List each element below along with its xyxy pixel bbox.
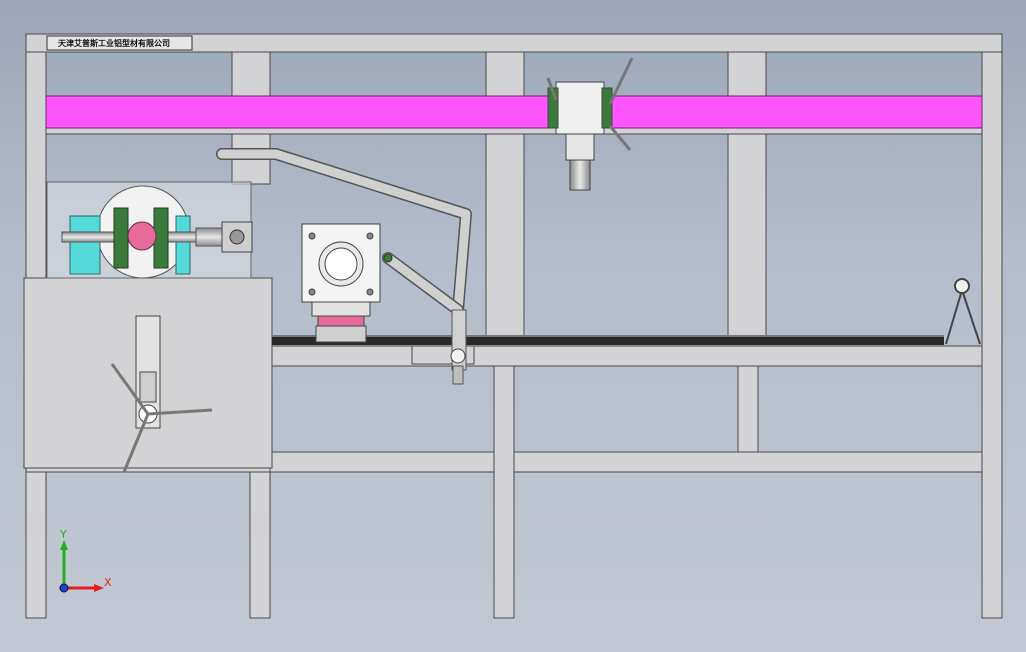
- a-frame-stand[interactable]: [945, 278, 981, 345]
- rotary-clamp-assembly[interactable]: [46, 181, 253, 279]
- axis-label-y: Y: [59, 528, 67, 541]
- axis-triad: Y X: [59, 528, 112, 593]
- gearbox-unit[interactable]: [301, 223, 381, 343]
- table-rail[interactable]: [269, 345, 983, 367]
- company-name: 天津艾普斯工业铝型材有限公司: [58, 38, 170, 48]
- lower-post-1[interactable]: [493, 365, 515, 619]
- articulated-arm[interactable]: [216, 148, 472, 385]
- cabinet-base[interactable]: [25, 467, 271, 473]
- top-spindle[interactable]: [546, 57, 634, 191]
- cabinet-handwheel[interactable]: [110, 315, 213, 473]
- highlighted-beam[interactable]: [45, 95, 983, 129]
- bottom-rail[interactable]: [269, 451, 983, 473]
- z-axis-dot: [59, 583, 69, 593]
- right-post[interactable]: [981, 51, 1003, 619]
- axis-label-x: X: [104, 576, 112, 589]
- upper-post-1[interactable]: [231, 51, 271, 97]
- title-block: 天津艾普斯工业铝型材有限公司: [46, 35, 193, 51]
- mid-rail[interactable]: [45, 127, 983, 135]
- lower-post-2[interactable]: [737, 365, 759, 453]
- lower-post-left[interactable]: [249, 467, 271, 619]
